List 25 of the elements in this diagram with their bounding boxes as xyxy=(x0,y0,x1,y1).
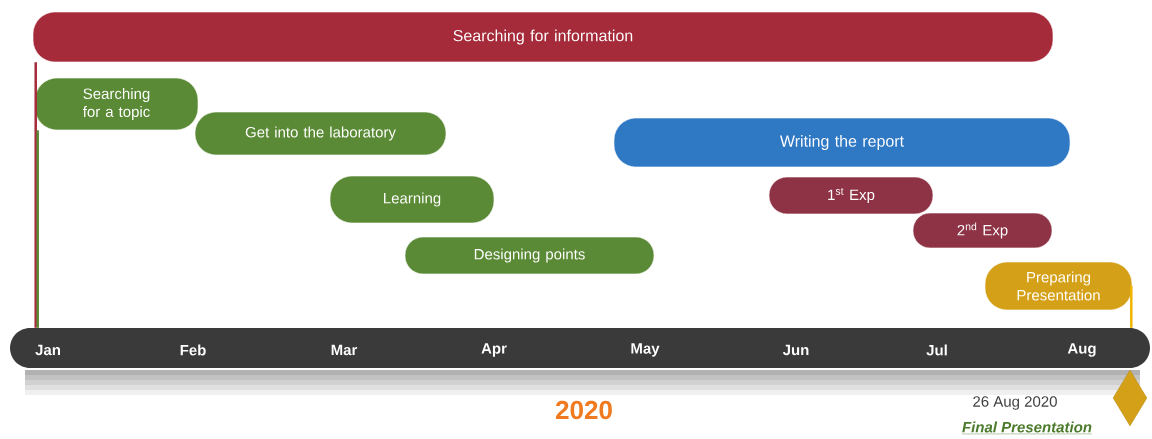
connector-line xyxy=(36,130,39,328)
milestone-date: 26 Aug 2020 xyxy=(973,396,1057,410)
task-bar: Designing points xyxy=(404,236,655,275)
milestone-diamond xyxy=(1112,369,1148,427)
milestone-title: Final Presentation xyxy=(961,421,1093,435)
month-label: Jan xyxy=(35,344,60,356)
month-label: Mar xyxy=(331,344,358,356)
task-bar: 1$^{st}$ Exp xyxy=(768,176,934,215)
connector-line xyxy=(1130,286,1133,328)
connector-line xyxy=(34,62,37,328)
month-label: May xyxy=(631,343,660,357)
task-bar: Searching for information xyxy=(32,11,1054,63)
task-bar: Learning xyxy=(329,175,495,224)
task-bar: Get into the laboratory xyxy=(194,111,447,156)
month-label: Feb xyxy=(180,344,206,356)
month-label: Apr xyxy=(481,343,507,357)
month-label: Aug xyxy=(1067,343,1096,357)
task-bar: Preparing Presentation xyxy=(984,261,1133,311)
month-label: Jun xyxy=(782,344,809,356)
month-label: Jul xyxy=(926,344,947,356)
task-bar: 2$^{nd}$ Exp xyxy=(912,212,1053,249)
task-bar: Searching for a topic xyxy=(34,77,199,131)
task-bar: Writing the report xyxy=(613,117,1071,168)
timeline-bar xyxy=(10,328,1150,368)
year-label: 2020 xyxy=(556,400,612,420)
